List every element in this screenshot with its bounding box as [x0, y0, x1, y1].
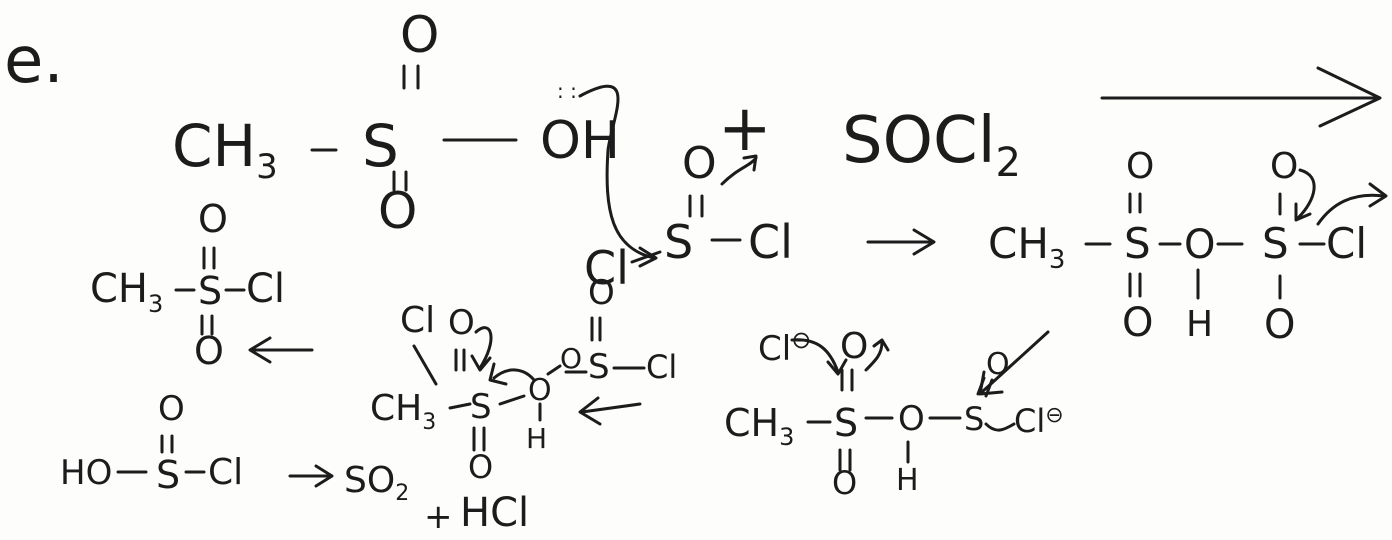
overall-reaction-arrow: [1100, 66, 1382, 128]
socl2-sulfur: S: [664, 215, 693, 269]
reaction-arrow-step-3: [578, 396, 642, 426]
int1-curved-arrow-o-to-s: [1296, 168, 1316, 220]
int1-sulfur-1: S: [1124, 219, 1151, 268]
reaction-arrow-step-1: [866, 228, 936, 256]
lone-pair-dots: : :: [557, 79, 577, 103]
socl2-bond-s-cl-left: [630, 250, 662, 264]
reactant-methanesulfonic-acid: CH3 S O O : : OH: [172, 6, 620, 240]
int1-hydrogen: H: [1186, 304, 1213, 345]
int3-chlorine-right: Cl: [646, 348, 677, 386]
socl2-chlorine-right: Cl: [748, 215, 793, 269]
int2-oxygen-top-2: O: [986, 347, 1010, 382]
curved-arrow-pi-to-oxygen-head: [742, 154, 758, 172]
int3-curved-arrow-o-reform-head: [470, 354, 492, 372]
byproduct-oxygen-top: O: [158, 389, 185, 429]
int3-bond-ch3-s1: [448, 402, 472, 410]
int3-curved-arrow-o-s-cleavage-head: [488, 362, 508, 386]
int3-oxygen-top-2: O: [588, 273, 615, 313]
product-oxygen-bottom: O: [194, 329, 224, 373]
product-methanesulfonyl-chloride: O CH3 S Cl O: [90, 197, 285, 373]
int3-sulfur-1: S: [470, 387, 492, 427]
plus-sign-reactants: +: [718, 92, 772, 166]
decomposition-arrow: [288, 464, 334, 488]
int3-bond-s1-o: [498, 394, 526, 406]
reactant-ch3: CH3: [172, 112, 278, 187]
intermediate-3-tetrahedral: Cl O CH3 S O O H O O S Cl: [370, 273, 677, 486]
byproduct-sulfur: S: [156, 453, 180, 497]
int2-bridging-oxygen: O: [898, 399, 925, 439]
reactant-sulfur: S: [362, 112, 399, 180]
thionyl-chloride-reagent: SOCl2: [842, 104, 1021, 186]
int1-curved-arrow-o-to-s-head: [1294, 202, 1312, 222]
reactant-oxygen-bottom: O: [378, 182, 417, 240]
int2-chloride-anion: Cl⊖: [758, 326, 811, 369]
int1-curved-arrow-cl-leaving: [1316, 193, 1386, 226]
int2-curved-arrow-pi-to-oxygen-head: [872, 338, 890, 352]
int2-oxygen-top-1: O: [840, 326, 868, 367]
int2-double-bond-s2-a: [976, 376, 986, 396]
reaction-arrow-step-4: [248, 336, 314, 364]
socl2-chlorine-left: Cl: [584, 241, 629, 295]
product-oxygen-top: O: [198, 197, 228, 241]
int3-linking-oxygen: O: [560, 342, 582, 375]
int2-sulfur-2: S: [964, 400, 984, 438]
int2-bond-s2-cl: [984, 422, 1016, 432]
int1-oxygen-bottom-2: O: [1264, 302, 1295, 348]
byproduct-chlorine: Cl: [208, 452, 243, 493]
socl2-oxygen-top: O: [682, 138, 717, 189]
int1-oxygen-top-2: O: [1270, 146, 1298, 187]
int3-bond-cl-s1: [412, 344, 438, 386]
reactant-oxygen-top: O: [400, 6, 439, 64]
int3-oxygen-top-1: O: [448, 303, 475, 343]
int2-ch3: CH3: [724, 401, 794, 451]
int3-ch3: CH3: [370, 388, 436, 435]
int1-sulfur-2: S: [1262, 219, 1289, 268]
int2-hydrogen: H: [896, 463, 919, 498]
intermediate-2-chloride-attack: Cl⊖ O CH3 S O O H S O Cl⊖: [724, 326, 1064, 502]
int1-ch3: CH3: [988, 219, 1065, 275]
product-sulfur: S: [198, 269, 222, 313]
int1-oxygen-top-1: O: [1126, 146, 1154, 187]
byproduct-decomposition: O HO S Cl SO2 + HCl: [60, 389, 529, 537]
sulfur-dioxide: SO2: [344, 460, 409, 506]
int3-curved-arrow-o-reform: [474, 326, 493, 370]
int2-curved-arrow-pi-to-oxygen: [864, 340, 884, 372]
int1-oxygen-bottom-1: O: [1122, 300, 1153, 346]
problem-label: e.: [4, 24, 64, 98]
curved-arrow-oh-to-sulfur: [578, 84, 656, 260]
byproduct-hydroxyl: HO: [60, 453, 112, 493]
thionyl-chloride-structure: O S Cl Cl: [584, 138, 793, 295]
int3-bridging-oxygen: O: [528, 373, 552, 408]
int2-double-bond-s2-b: [984, 378, 994, 398]
product-chlorine: Cl: [246, 266, 285, 312]
int2-oxygen-bottom-1: O: [832, 464, 857, 502]
intermediate-1-protonated-adduct: CH3 O S O O H O S O Cl: [988, 146, 1388, 348]
int3-bond-o-link: [546, 364, 562, 376]
int3-curved-arrow-o-s-cleavage: [492, 368, 536, 382]
int3-chlorine-top: Cl: [400, 300, 435, 341]
plus-sign-byproducts: +: [424, 497, 453, 537]
int1-chlorine: Cl: [1326, 219, 1367, 268]
int3-sulfur-2: S: [588, 347, 610, 387]
hydrogen-chloride: HCl: [460, 490, 529, 536]
int3-oxygen-bottom-1: O: [468, 448, 493, 486]
int2-curved-arrow-cl-to-s: [790, 338, 840, 374]
int1-curved-arrow-cl-leaving-head: [1368, 182, 1388, 208]
int2-curved-arrow-cl-to-s-head: [826, 358, 848, 376]
curved-arrow-oh-to-sulfur-head: [638, 246, 658, 268]
int1-bridging-oxygen: O: [1184, 222, 1215, 268]
int3-hydrogen: H: [526, 422, 547, 455]
product-ch3: CH3: [90, 266, 163, 318]
int2-sulfur-1: S: [834, 401, 858, 445]
int2-chlorine: Cl⊖: [1014, 402, 1064, 440]
